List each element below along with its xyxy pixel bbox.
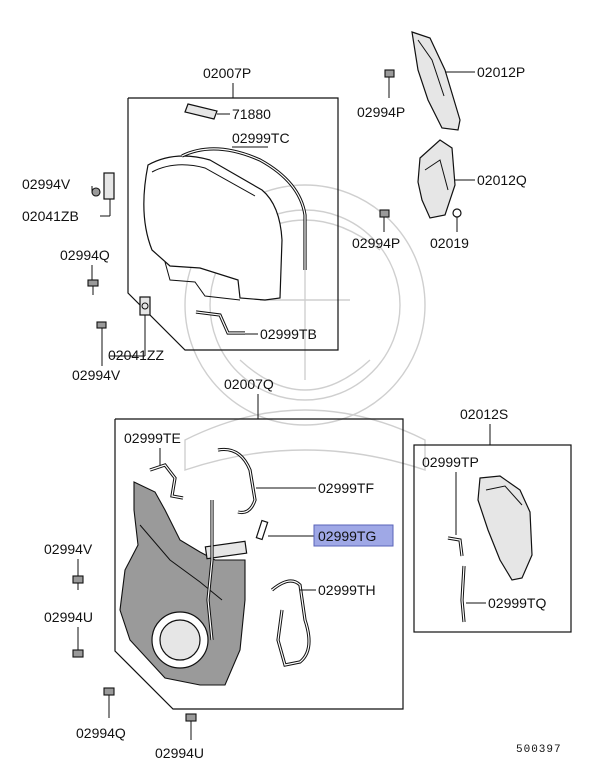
bolt-02994U-a[interactable] (72, 649, 84, 658)
bolt-02994Q-b[interactable] (103, 687, 115, 696)
plate-set-group: 02012S 02999TP 02999TQ (413, 406, 572, 633)
lower-left-fasteners: 02994V 02994U 02994Q 02994U (44, 541, 204, 761)
bolt-02994V-a[interactable] (91, 187, 101, 197)
bolt-02994V-b[interactable] (96, 321, 107, 329)
part-02012S-plate[interactable] (477, 475, 533, 581)
bolt-02994Q-a[interactable] (87, 279, 99, 287)
label-02007Q[interactable]: 02007Q (224, 376, 274, 392)
label-02999TC[interactable]: 02999TC (232, 130, 290, 146)
label-02994V-a[interactable]: 02994V (22, 176, 71, 192)
bolt-02994P-a[interactable] (384, 69, 395, 78)
upper-cover-group: 02007P 71880 02999TC 02999TB (127, 65, 339, 351)
label-02999TG[interactable]: 02999TG (318, 528, 376, 544)
label-02994V-c[interactable]: 02994V (44, 541, 93, 557)
label-02012P[interactable]: 02012P (477, 64, 525, 80)
part-02019[interactable] (452, 208, 462, 218)
label-02994P-b[interactable]: 02994P (352, 235, 400, 251)
part-02012Q[interactable] (417, 139, 456, 219)
part-upper-cover[interactable] (143, 155, 283, 301)
label-02019[interactable]: 02019 (430, 235, 469, 251)
label-02994Q-a[interactable]: 02994Q (60, 247, 110, 263)
label-02041ZZ[interactable]: 02041ZZ (108, 347, 164, 363)
bolt-02994P-b[interactable] (379, 209, 390, 218)
label-02994V-b[interactable]: 02994V (72, 367, 121, 383)
label-02999TH[interactable]: 02999TH (318, 582, 376, 598)
bracket-02041ZB[interactable] (103, 172, 115, 200)
part-lower-cover[interactable] (119, 481, 246, 686)
bolt-02994V-c[interactable] (72, 575, 84, 584)
part-02999TG[interactable] (255, 519, 269, 541)
label-02007P[interactable]: 02007P (203, 65, 251, 81)
label-02994Q-b[interactable]: 02994Q (76, 725, 126, 741)
bolt-02994U-b[interactable] (185, 713, 197, 722)
part-71880[interactable] (184, 103, 218, 120)
label-02012S[interactable]: 02012S (460, 406, 508, 422)
diagram-code: 500397 (516, 744, 562, 756)
label-02999TQ[interactable]: 02999TQ (488, 595, 546, 611)
label-02012Q[interactable]: 02012Q (477, 172, 527, 188)
part-02012P[interactable] (411, 31, 461, 131)
label-02999TF[interactable]: 02999TF (318, 480, 374, 496)
right-top-parts: 02012P 02994P 02012Q 02994P 02019 (352, 31, 527, 251)
label-02994U-b[interactable]: 02994U (155, 745, 204, 761)
label-02994P-a[interactable]: 02994P (357, 104, 405, 120)
label-02999TP[interactable]: 02999TP (422, 454, 479, 470)
label-02994U-a[interactable]: 02994U (44, 609, 93, 625)
label-02999TB[interactable]: 02999TB (260, 326, 317, 342)
label-02041ZB[interactable]: 02041ZB (22, 208, 79, 224)
label-02999TE[interactable]: 02999TE (124, 430, 181, 446)
lower-cover-group: 02007Q 02999TE 02999TF 02999TG 02999TH (114, 376, 404, 710)
highlight-02999TG (313, 524, 394, 547)
label-71880[interactable]: 71880 (232, 106, 271, 122)
upper-left-fasteners: 02994V 02041ZB 02994Q 02041ZZ 02994V (22, 172, 164, 383)
